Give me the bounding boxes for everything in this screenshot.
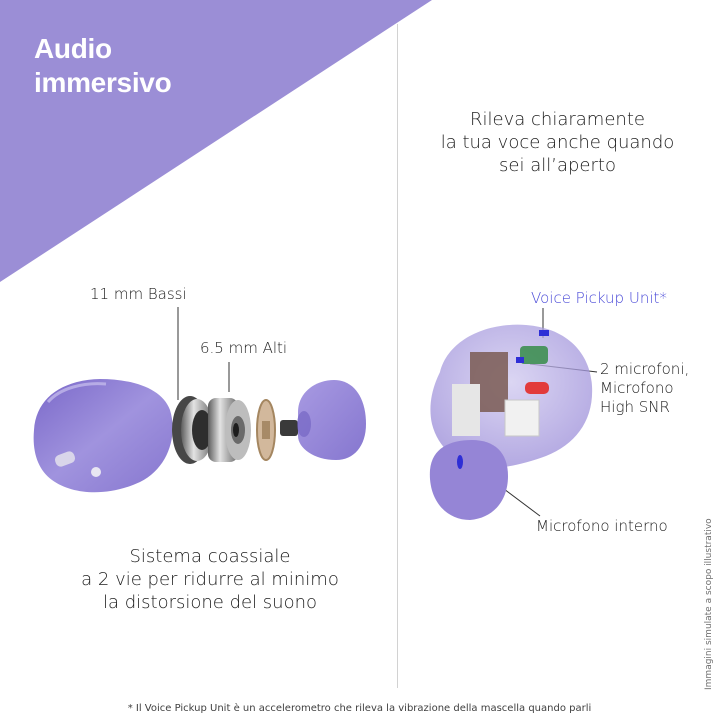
voice-pickup-label: Voice Pickup Unit*: [531, 289, 667, 307]
high-snr-mic: [525, 382, 549, 394]
earbud-transparent-shell: [430, 324, 593, 469]
caption-line-2: a 2 vie per ridurre al minimo: [81, 569, 339, 590]
earbud-shell: [33, 379, 173, 493]
mics-label: 2 microfoni, Microfono High SNR: [600, 360, 689, 417]
illustration-disclaimer: Immagini simulate a scopo illustrativo: [704, 518, 714, 690]
headline-line-1: Rileva chiaramente: [470, 109, 645, 130]
internal-mic-label: Microfono interno: [536, 517, 668, 535]
caption-line-3: la distorsione del suono: [102, 592, 318, 613]
voice-headline: Rileva chiaramente la tua voce anche qua…: [400, 108, 715, 177]
voice-pickup-footnote: * Il Voice Pickup Unit è un accelerometr…: [127, 703, 592, 714]
title-line-2: immersivo: [34, 67, 172, 98]
headline-line-2: la tua voce anche quando: [440, 132, 675, 153]
tweeter-driver: [208, 398, 251, 462]
bass-label: 11 mm Bassi: [90, 285, 187, 303]
transparent-earbud-illustration: [429, 308, 598, 520]
earbud-ear-tip: [429, 440, 508, 520]
headline-line-3: sei all’aperto: [499, 155, 616, 176]
ear-tip: [297, 380, 366, 460]
exploded-earbud-illustration: [33, 307, 366, 493]
mics-line-1: 2 microfoni,: [600, 360, 690, 378]
treble-label: 6.5 mm Alti: [200, 339, 288, 357]
mics-line-3: High SNR: [600, 398, 670, 416]
title-line-1: Audio: [34, 33, 112, 64]
outer-mic: [516, 357, 524, 363]
coaxial-caption: Sistema coassiale a 2 vie per ridurre al…: [20, 545, 400, 614]
caption-line-1: Sistema coassiale: [129, 546, 291, 567]
page-title: Audio immersivo: [34, 32, 172, 100]
vertical-divider: [397, 24, 398, 688]
mesh-disc: [256, 399, 276, 461]
voice-pickup-unit: [539, 330, 549, 336]
woofer-driver: [172, 396, 213, 464]
internal-mic: [457, 455, 463, 469]
mics-line-2: Microfono: [600, 379, 674, 397]
nozzle: [280, 420, 298, 436]
